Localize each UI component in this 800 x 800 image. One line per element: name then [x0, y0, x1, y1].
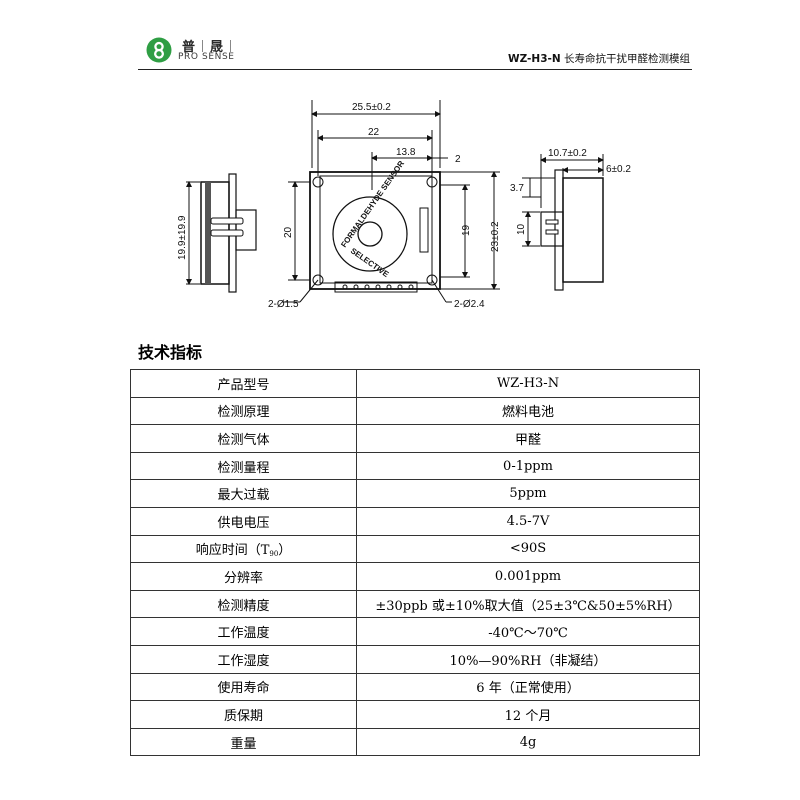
dim-side-depth: 10.7±0.2: [548, 148, 587, 159]
spec-value: 4g: [356, 727, 700, 757]
spec-key: 使用寿命: [130, 672, 357, 702]
spec-key: 响应时间（T90）: [130, 534, 357, 564]
dim-hole-large: 2-Ø2.4: [454, 299, 485, 310]
dim-22: 22: [368, 127, 380, 138]
sensor-text-bottom: SELECTIVE: [349, 246, 391, 279]
spec-key: 检测量程: [130, 451, 357, 481]
spec-key: 供电电压: [130, 506, 357, 536]
spec-key: 产品型号: [130, 369, 357, 398]
dim-width-total: 25.5±0.2: [352, 102, 391, 113]
page-header: 普 晟 PRO SENSE WZ-H3-N 长寿命抗干扰甲醛检测模组: [138, 33, 692, 70]
spec-key: 检测精度: [130, 589, 357, 619]
spec-value: <90S: [356, 534, 700, 564]
spec-key: 分辨率: [130, 562, 357, 591]
model-code: WZ-H3-N: [508, 53, 561, 65]
spec-value: 0.001ppm: [356, 562, 700, 591]
spec-value: 5ppm: [356, 479, 700, 508]
right-side-view: 10.7±0.2 6±0.2 3.7 10: [510, 148, 631, 291]
dim-20: 20: [283, 226, 294, 238]
dim-3-7: 3.7: [510, 183, 524, 194]
spec-value: 12 个月: [356, 700, 700, 729]
table-row: 工作温度-40℃～70℃: [130, 617, 700, 646]
spec-key: 工作温度: [130, 617, 357, 646]
spec-key: 检测气体: [130, 424, 357, 453]
spec-key: 检测原理: [130, 396, 357, 426]
dim-10: 10: [516, 223, 527, 235]
document-title: WZ-H3-N 长寿命抗干扰甲醛检测模组: [508, 51, 690, 66]
dim-height-total: 23±0.2: [490, 221, 501, 252]
dim-side-6: 6±0.2: [606, 164, 631, 175]
spec-value: WZ-H3-N: [356, 369, 700, 398]
spec-value: 0-1ppm: [356, 451, 700, 481]
spec-value: 甲醛: [356, 424, 700, 453]
dim-2: 2: [455, 154, 461, 165]
dim-side-pitch: 19.9±19.9: [177, 215, 188, 260]
left-side-view: 19.9±19.9: [177, 173, 257, 293]
product-name: 长寿命抗干扰甲醛检测模组: [564, 53, 690, 65]
front-view: FORMALDEHYDE SENSOR SELECTIVE 25.5±0.2 2…: [268, 100, 501, 310]
table-row: 检测气体甲醛: [130, 424, 700, 453]
table-row: 响应时间（T90）<90S: [130, 534, 700, 564]
spec-key: 工作湿度: [130, 644, 357, 674]
spec-value: ±30ppb 或±10%取大值（25±3℃&50±5%RH）: [356, 589, 700, 619]
spec-value: 4.5-7V: [356, 506, 700, 536]
table-row: 检测原理燃料电池: [130, 396, 700, 426]
dim-hole-small: 2-Ø1.5: [268, 299, 299, 310]
spec-value: -40℃～70℃: [356, 617, 700, 646]
brand-name-cn: 普 晟: [182, 36, 238, 55]
spec-value: 6 年（正常使用）: [356, 672, 700, 702]
spec-key: 重量: [130, 727, 357, 757]
spec-value: 10%—90%RH（非凝结）: [356, 644, 700, 674]
mechanical-drawing: 19.9±19.9 FORMALDEHYDE SENSOR SELECTIVE …: [177, 100, 631, 310]
prosense-logo-icon: [146, 37, 172, 63]
brand-name-en: PRO SENSE: [178, 52, 235, 62]
dim-13-8: 13.8: [396, 147, 416, 158]
section-title: 技术指标: [138, 343, 203, 362]
spec-key: 质保期: [130, 700, 357, 729]
spec-key: 最大过载: [130, 479, 357, 508]
spec-value: 燃料电池: [356, 396, 700, 426]
dim-19: 19: [461, 224, 472, 236]
table-row: 检测精度±30ppb 或±10%取大值（25±3℃&50±5%RH）: [130, 589, 700, 619]
